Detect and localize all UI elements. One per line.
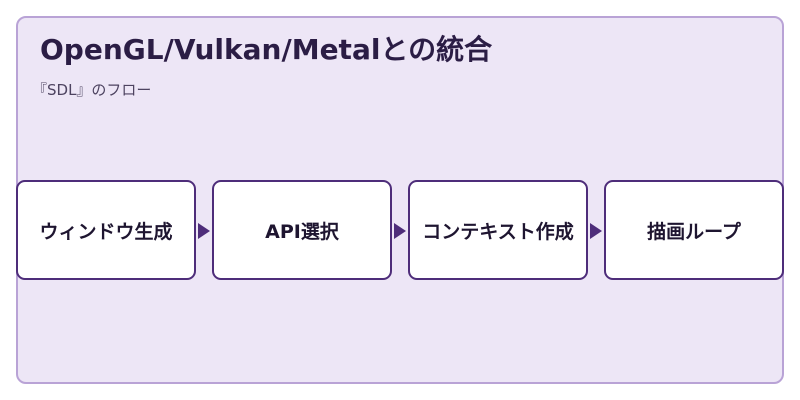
flow-node-api-select: API選択 — [212, 180, 392, 280]
flow-arrow-2 — [394, 223, 406, 239]
diagram-title: OpenGL/Vulkan/Metalとの統合 — [40, 33, 493, 66]
flow-node-context-create: コンテキスト作成 — [408, 180, 588, 280]
flow-arrow-3 — [590, 223, 602, 239]
diagram-subtitle: 『SDL』のフロー — [32, 81, 152, 99]
flow-node-render-loop: 描画ループ — [604, 180, 784, 280]
flow-arrow-1 — [198, 223, 210, 239]
flow-node-window-create: ウィンドウ生成 — [16, 180, 196, 280]
